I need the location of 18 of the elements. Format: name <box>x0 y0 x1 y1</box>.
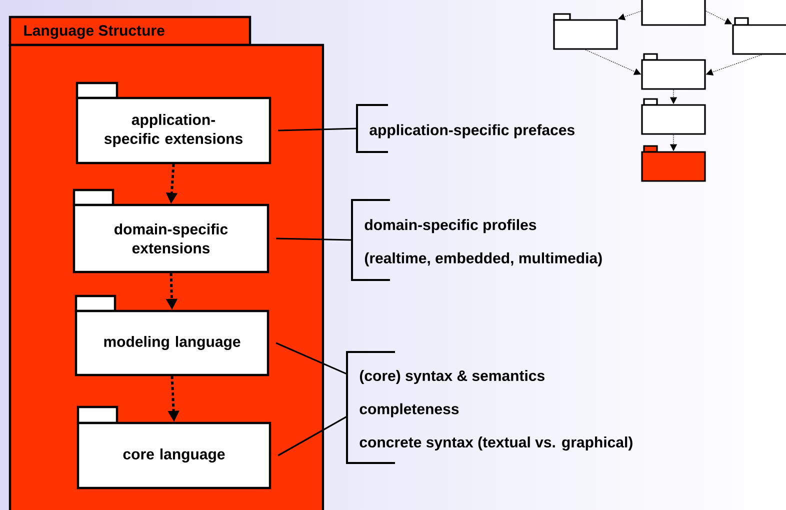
package-box: domain-specific extensions <box>72 188 270 274</box>
node-label: Language Structure <box>24 25 164 39</box>
package-box: application-specific extensions <box>76 82 272 164</box>
leader-line <box>278 416 348 456</box>
package-icon <box>641 145 706 182</box>
package-icon <box>641 98 706 135</box>
leader-line <box>276 342 348 375</box>
package-icon <box>732 17 786 55</box>
package-box: modeling language <box>74 294 270 376</box>
bracket-list: (core) syntax & semantics completeness concrete syntax (textual vs. graphical) <box>346 351 632 464</box>
bracket-list: domain-specific profiles (realtime, embedded, multimedia) <box>351 199 602 281</box>
package-icon <box>553 13 618 50</box>
leader-line <box>278 128 358 132</box>
leader-line <box>276 238 352 241</box>
package-icon <box>641 53 706 90</box>
bracket-list: application-specific prefaces <box>356 104 574 153</box>
package-box: core language <box>76 406 272 490</box>
package-icon <box>641 0 706 26</box>
